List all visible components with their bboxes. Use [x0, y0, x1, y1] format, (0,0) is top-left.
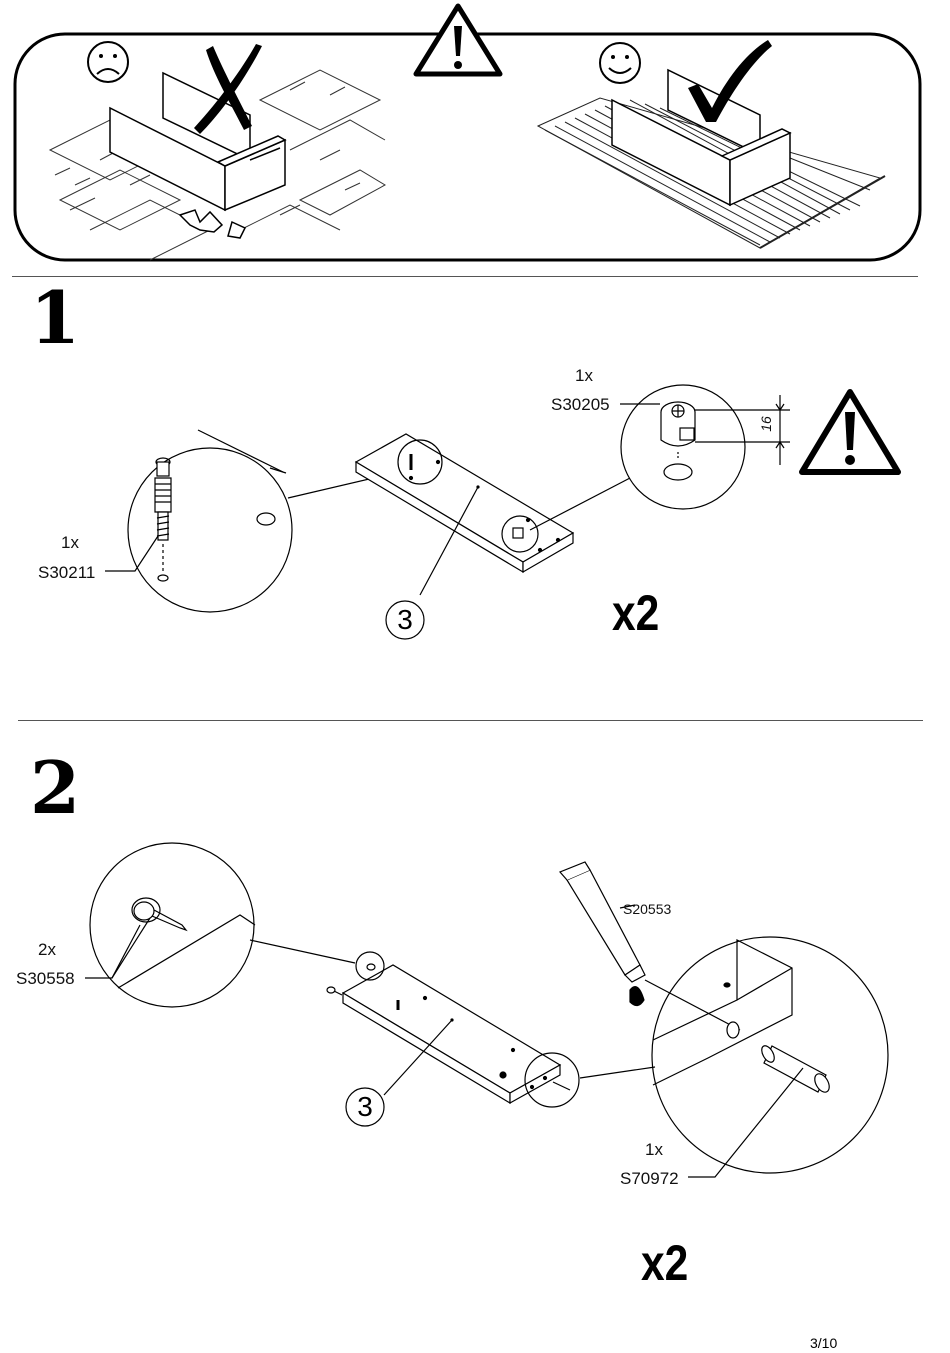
nail-code: S30558 — [16, 969, 75, 988]
dowel-icon — [761, 1045, 830, 1093]
magnifier-cam-bolt — [105, 429, 396, 613]
dowel-code: S70972 — [620, 1169, 679, 1188]
cam-bolt-code: S30211 — [38, 563, 96, 582]
check-mark-icon — [688, 40, 772, 122]
cam-lock-quantity: 1x — [575, 366, 593, 385]
step1-part-number: 3 — [397, 604, 413, 635]
magnifier-nail — [85, 842, 356, 1008]
panel-3 — [354, 433, 631, 596]
hard-floor-illustration — [48, 69, 387, 261]
magnifier-cam-lock — [620, 384, 790, 510]
cam-bolt-icon — [154, 457, 172, 582]
divider-top — [12, 276, 918, 277]
magnifier-dowel — [651, 936, 889, 1178]
step2-part-number: 3 — [357, 1091, 373, 1122]
warning-triangle-icon — [799, 389, 901, 475]
cam-lock-code: S30205 — [551, 395, 610, 414]
cam-lock-icon — [660, 401, 696, 481]
sad-face-icon — [87, 41, 129, 83]
step2-multiplier: x2 — [641, 1235, 689, 1291]
page-number: 3/10 — [810, 1335, 838, 1351]
dowel-quantity: 1x — [645, 1140, 663, 1159]
glue-tube-icon — [558, 861, 741, 1031]
smiley-face-icon — [599, 42, 641, 84]
nail-quantity: 2x — [38, 940, 56, 959]
nail-icon — [131, 897, 188, 932]
cross-mark-icon — [194, 44, 262, 134]
step-number-1: 1 — [30, 275, 81, 360]
panel-3 — [326, 951, 656, 1108]
glue-code: S20553 — [623, 901, 672, 917]
step-number-2: 2 — [30, 745, 81, 830]
warning-triangle-icon — [413, 3, 503, 77]
step1-multiplier: x2 — [612, 585, 660, 641]
cam-bolt-quantity: 1x — [61, 533, 79, 552]
divider-middle — [18, 720, 923, 721]
